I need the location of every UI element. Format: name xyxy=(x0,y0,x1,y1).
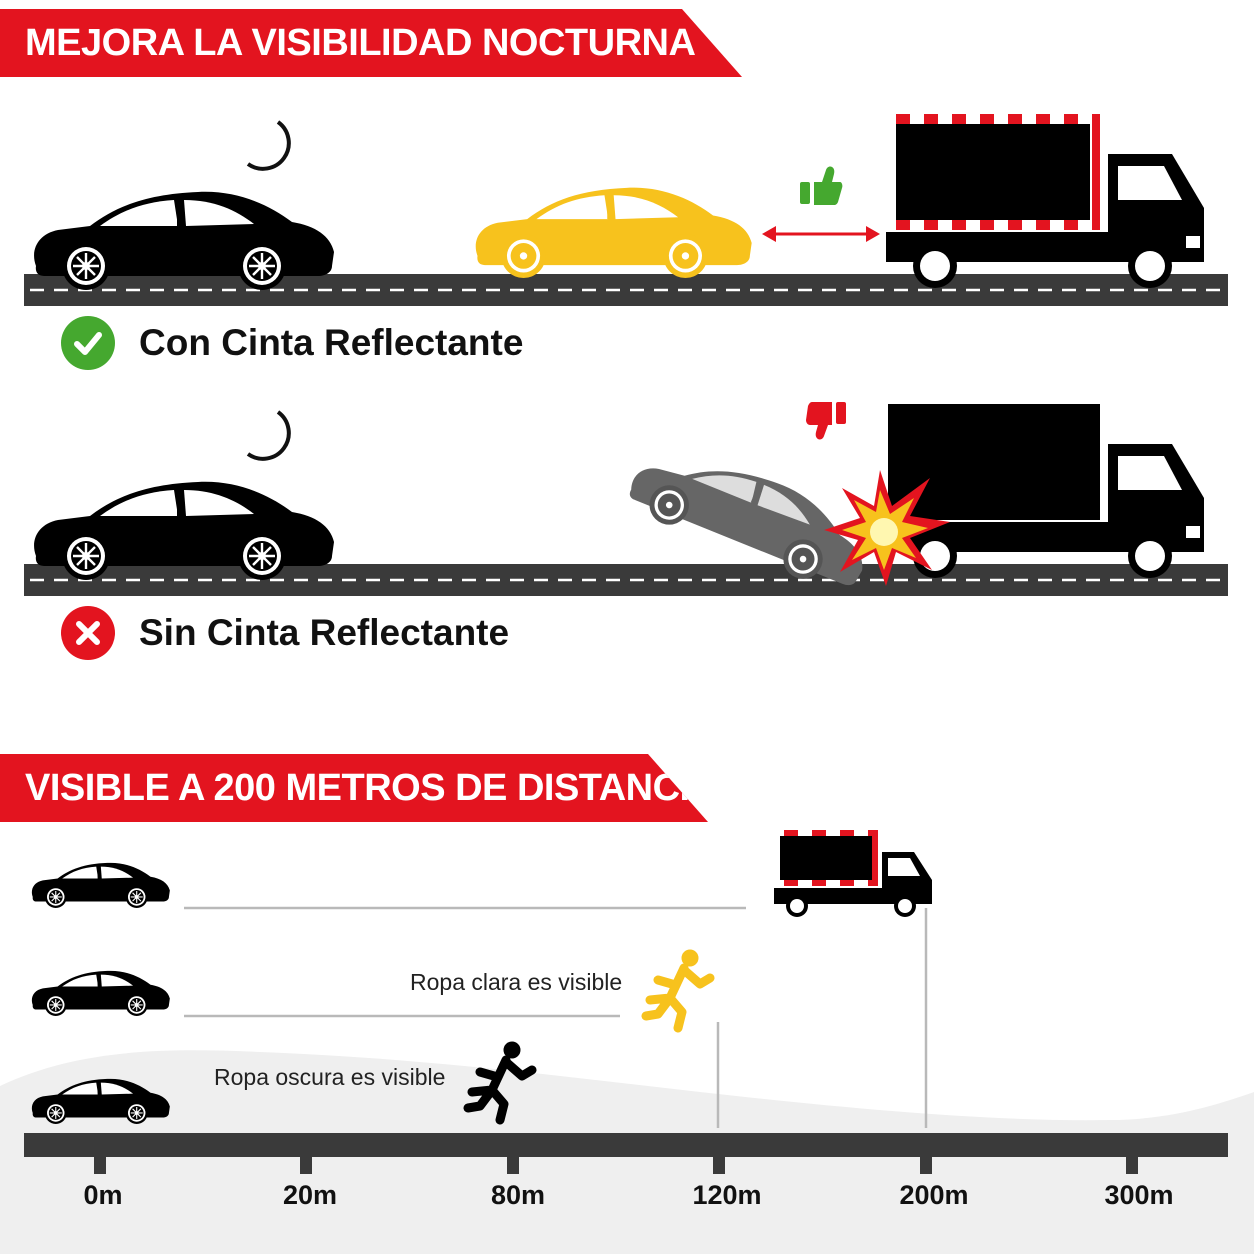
moon-icon xyxy=(246,410,291,461)
distance-tick-label: 200m xyxy=(899,1180,969,1210)
small-reflective-truck xyxy=(774,830,932,917)
section-title-visible-distance: VISIBLE A 200 METROS DE DISTANCIA xyxy=(0,754,708,822)
moon-icon xyxy=(246,120,291,171)
cross-icon xyxy=(61,606,115,660)
dark-truck xyxy=(888,404,1204,578)
small-black-car xyxy=(31,862,170,909)
check-icon xyxy=(61,316,115,370)
small-black-car xyxy=(31,970,170,1017)
black-car xyxy=(34,481,335,582)
distance-road xyxy=(24,1133,1228,1174)
small-black-car xyxy=(31,1078,170,1125)
thumbs-down-icon xyxy=(806,402,846,440)
runner-icon xyxy=(646,950,710,1028)
with-tape-label: Con Cinta Reflectante xyxy=(139,322,524,363)
distance-tick-label: 300m xyxy=(1104,1180,1174,1210)
distance-tick-label: 80m xyxy=(490,1180,546,1210)
without-tape-label: Sin Cinta Reflectante xyxy=(139,612,510,653)
explosion-icon xyxy=(824,470,950,586)
black-car xyxy=(34,191,335,292)
crashed-gray-car xyxy=(626,432,881,589)
thumbs-up-icon xyxy=(800,166,843,205)
distance-arrow xyxy=(762,226,880,242)
reflective-truck xyxy=(886,114,1204,288)
sight-lines xyxy=(184,906,928,1128)
reflective-yellow-car xyxy=(475,187,752,278)
distance-tick-label: 120m xyxy=(692,1180,762,1210)
distance-tick-label: 0m xyxy=(83,1180,123,1210)
dark-clothing-note: Ropa oscura es visible xyxy=(214,1064,446,1090)
road-top xyxy=(24,274,1228,306)
section-title-night-visibility: MEJORA LA VISIBILIDAD NOCTURNA xyxy=(0,9,742,77)
road-bottom xyxy=(24,564,1228,596)
light-clothing-note: Ropa clara es visible xyxy=(410,969,623,995)
distance-tick-label: 20m xyxy=(282,1180,338,1210)
